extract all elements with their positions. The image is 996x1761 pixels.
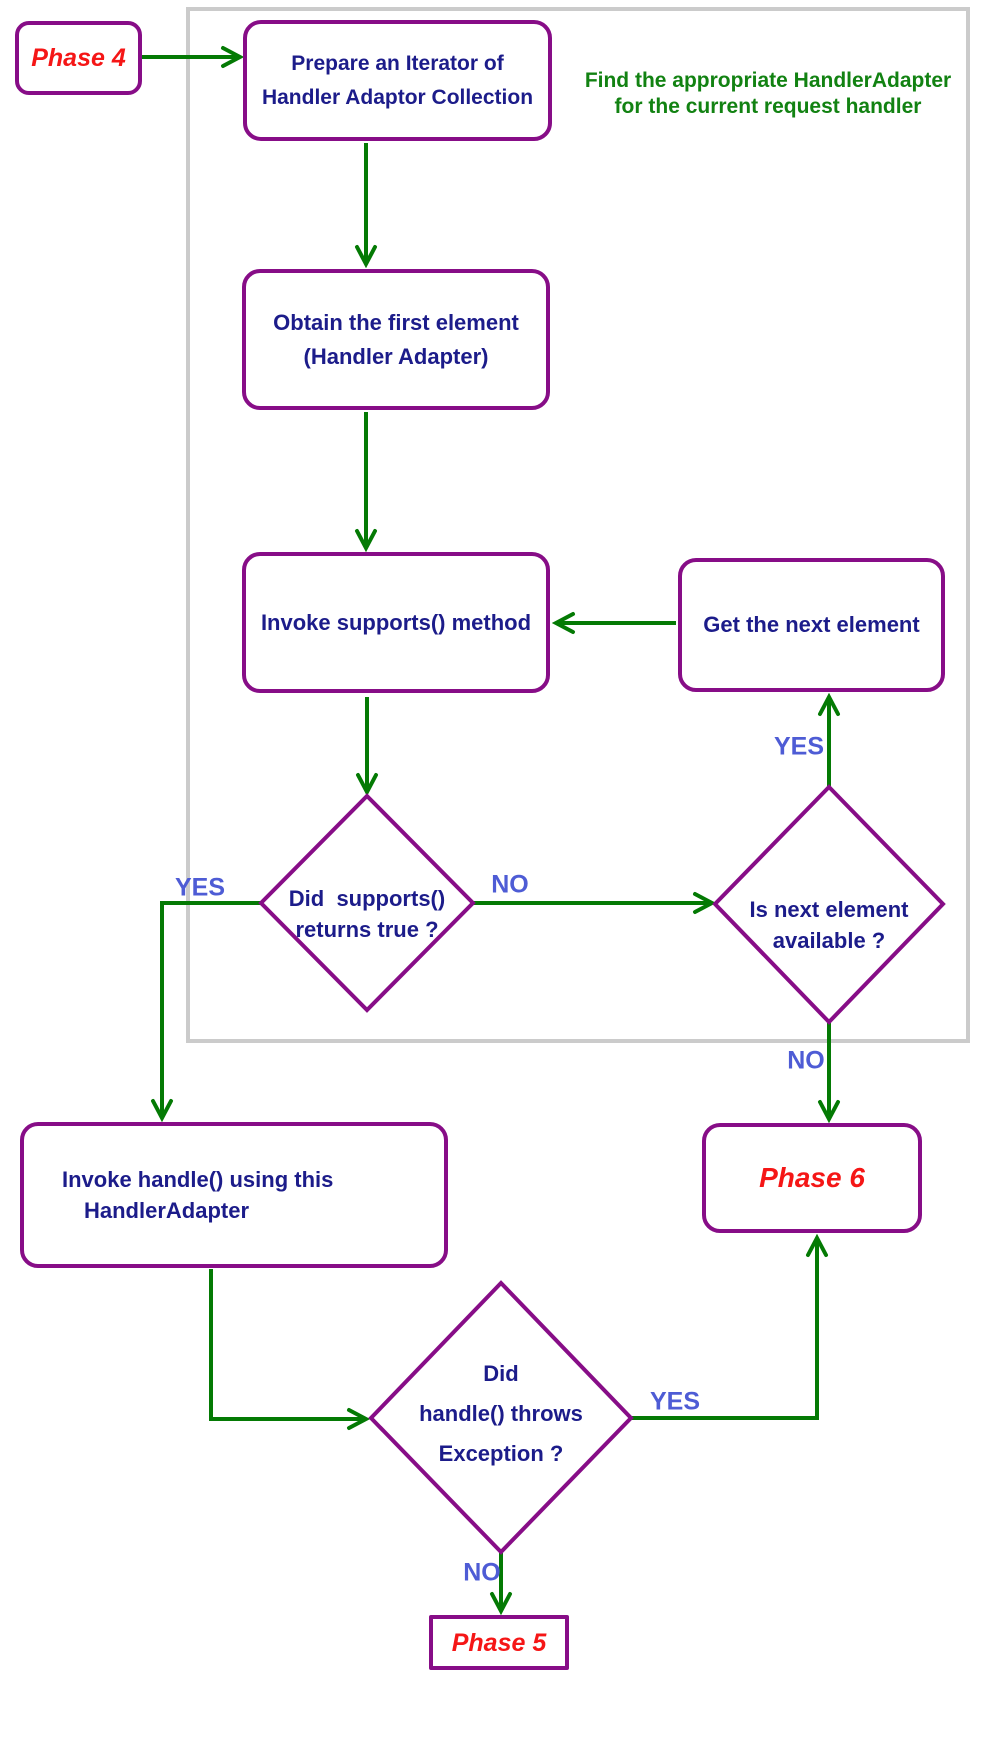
node-phase4-label: Phase 4 <box>31 44 126 72</box>
node-prepare-iterator-line1: Prepare an Iterator of <box>291 51 504 75</box>
node-phase6: Phase 6 <box>702 1123 922 1233</box>
decision-handle-throws-exception <box>368 1280 634 1555</box>
node-prepare-iterator: Prepare an Iterator of Handler Adaptor C… <box>243 20 552 141</box>
node-phase5-label: Phase 5 <box>451 1628 547 1657</box>
decision-next-available-line2: available ? <box>772 928 886 953</box>
edge-yes-to-phase6 <box>631 1238 817 1420</box>
decision-exception-line1: Did <box>483 1361 519 1386</box>
node-invoke-handle: Invoke handle() using this HandlerAdapte… <box>20 1122 448 1268</box>
node-obtain-line2: (Handler Adapter) <box>303 343 489 369</box>
edge-label-exception-yes: YES <box>649 1387 701 1416</box>
annotation-find-handleradapter: Find the appropriate HandlerAdapter for … <box>558 68 978 120</box>
annotation-line1: Find the appropriate HandlerAdapter <box>584 69 952 92</box>
decision-next-available-line1: Is next element <box>749 897 909 922</box>
container-frame <box>186 7 970 1043</box>
decision-exception-line2: handle() throws <box>419 1401 583 1426</box>
edge-label-exception-no: NO <box>463 1558 501 1587</box>
edge-label-supports-yes: YES <box>174 873 226 902</box>
node-phase4: Phase 4 <box>15 21 142 95</box>
decision-exception-label: Did handle() throws Exception ? <box>419 1354 583 1474</box>
edge-label-supports-no: NO <box>491 870 529 899</box>
node-obtain-first-element: Obtain the first element (Handler Adapte… <box>242 269 550 410</box>
node-obtain-line1: Obtain the first element <box>273 309 519 335</box>
node-get-next-element-label: Get the next element <box>703 612 920 637</box>
edge-yes-to-invokehandle <box>162 901 261 1118</box>
annotation-line2: for the current request handler <box>614 95 922 118</box>
node-get-next-element: Get the next element <box>678 558 945 692</box>
decision-exception-line3: Exception ? <box>438 1441 564 1466</box>
decision-supports-label: Did supports() returns true ? <box>289 883 445 945</box>
edge-label-next-no: NO <box>787 1046 825 1075</box>
decision-next-available-label: Is next element available ? <box>750 894 909 956</box>
node-prepare-iterator-line2: Handler Adaptor Collection <box>261 85 534 109</box>
edge-label-next-yes: YES <box>773 732 825 761</box>
node-invoke-handle-line1: Invoke handle() using this <box>62 1167 334 1192</box>
decision-supports-line2: returns true ? <box>295 917 439 942</box>
decision-supports-line1: Did supports() <box>288 886 446 911</box>
decision-supports-returns-true <box>258 793 476 1013</box>
decision-next-element-available <box>712 784 946 1025</box>
edge-invokehandle-to-exception-decision <box>209 1269 366 1419</box>
node-phase6-label: Phase 6 <box>759 1162 865 1193</box>
node-invoke-supports-label: Invoke supports() method <box>260 609 532 635</box>
node-invoke-handle-line2: HandlerAdapter <box>84 1198 250 1223</box>
node-invoke-supports: Invoke supports() method <box>242 552 550 693</box>
node-phase5: Phase 5 <box>429 1615 569 1670</box>
